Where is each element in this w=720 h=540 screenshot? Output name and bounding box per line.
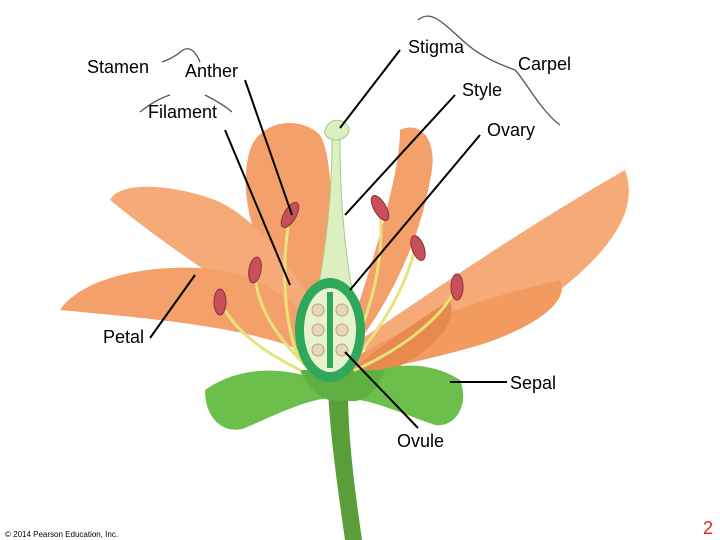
ovule-leader [344,351,419,429]
petal-leader [149,274,196,339]
copyright-notice: © 2014 Pearson Education, Inc. [5,530,119,539]
label-filament: Filament [148,102,218,122]
label-style: Style [462,80,503,100]
anther-1 [280,202,300,228]
label-ovary: Ovary [487,120,536,140]
carpel-bracket [417,15,561,126]
stigma [324,119,350,141]
petal-front-left [60,267,320,360]
style-leader [344,94,456,216]
ovule-2 [335,303,349,317]
stigma-leader [339,49,401,129]
anther-5 [410,235,426,261]
petal-back-right [350,127,433,340]
leader-lines [149,49,507,429]
anther-3 [213,288,227,316]
label-sepal: Sepal [510,373,557,393]
label-anther: Anther [185,61,239,81]
label-stigma: Stigma [408,37,465,57]
anther-6 [450,273,464,301]
ovule-3 [311,323,325,337]
slide-number: 2 [703,518,714,538]
anther-2 [248,256,262,284]
sepal-left [205,370,330,430]
ovary-septum [327,292,333,368]
filament-3 [220,303,302,372]
ovule-5 [311,343,325,357]
filament-leader [224,129,291,286]
filament-bracket [139,94,233,113]
filament-1 [283,213,302,362]
label-ovule: Ovule [397,431,445,451]
ovule-1 [311,303,325,317]
ovule-4 [335,323,349,337]
label-petal: Petal [103,327,145,347]
label-carpel: Carpel [518,54,572,74]
filament-6 [353,288,457,372]
anthers [213,195,464,316]
petal-far-right [360,170,629,360]
anther-4 [370,195,390,221]
ovary-leader [349,134,481,291]
stamen-bracket [161,48,201,63]
stem [328,390,362,540]
label-stamen: Stamen [87,57,150,77]
anther-leader [244,79,293,216]
